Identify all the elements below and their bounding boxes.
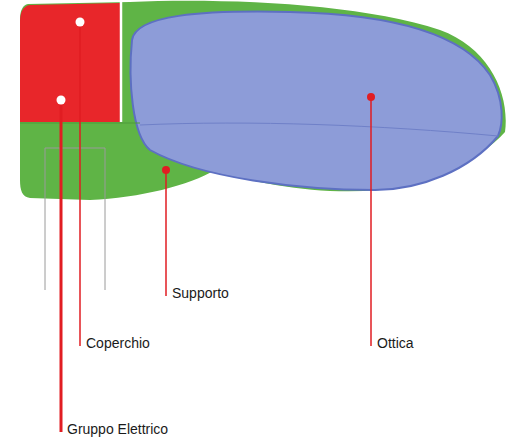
- part-label: Ottica: [376, 335, 415, 351]
- part-label: Gruppo Elettrico: [66, 421, 169, 437]
- part-label: Supporto: [171, 285, 230, 301]
- bracket-lines: [45, 148, 105, 290]
- optic-seam: [140, 123, 498, 136]
- part-label: Coperchio: [85, 335, 151, 351]
- cover-split: [120, 0, 123, 122]
- support-body: [20, 1, 506, 200]
- leader-lines: [61, 22, 371, 432]
- optic-lens: [131, 12, 502, 190]
- callout-dots: [57, 18, 376, 175]
- electrical-group: [20, 3, 120, 122]
